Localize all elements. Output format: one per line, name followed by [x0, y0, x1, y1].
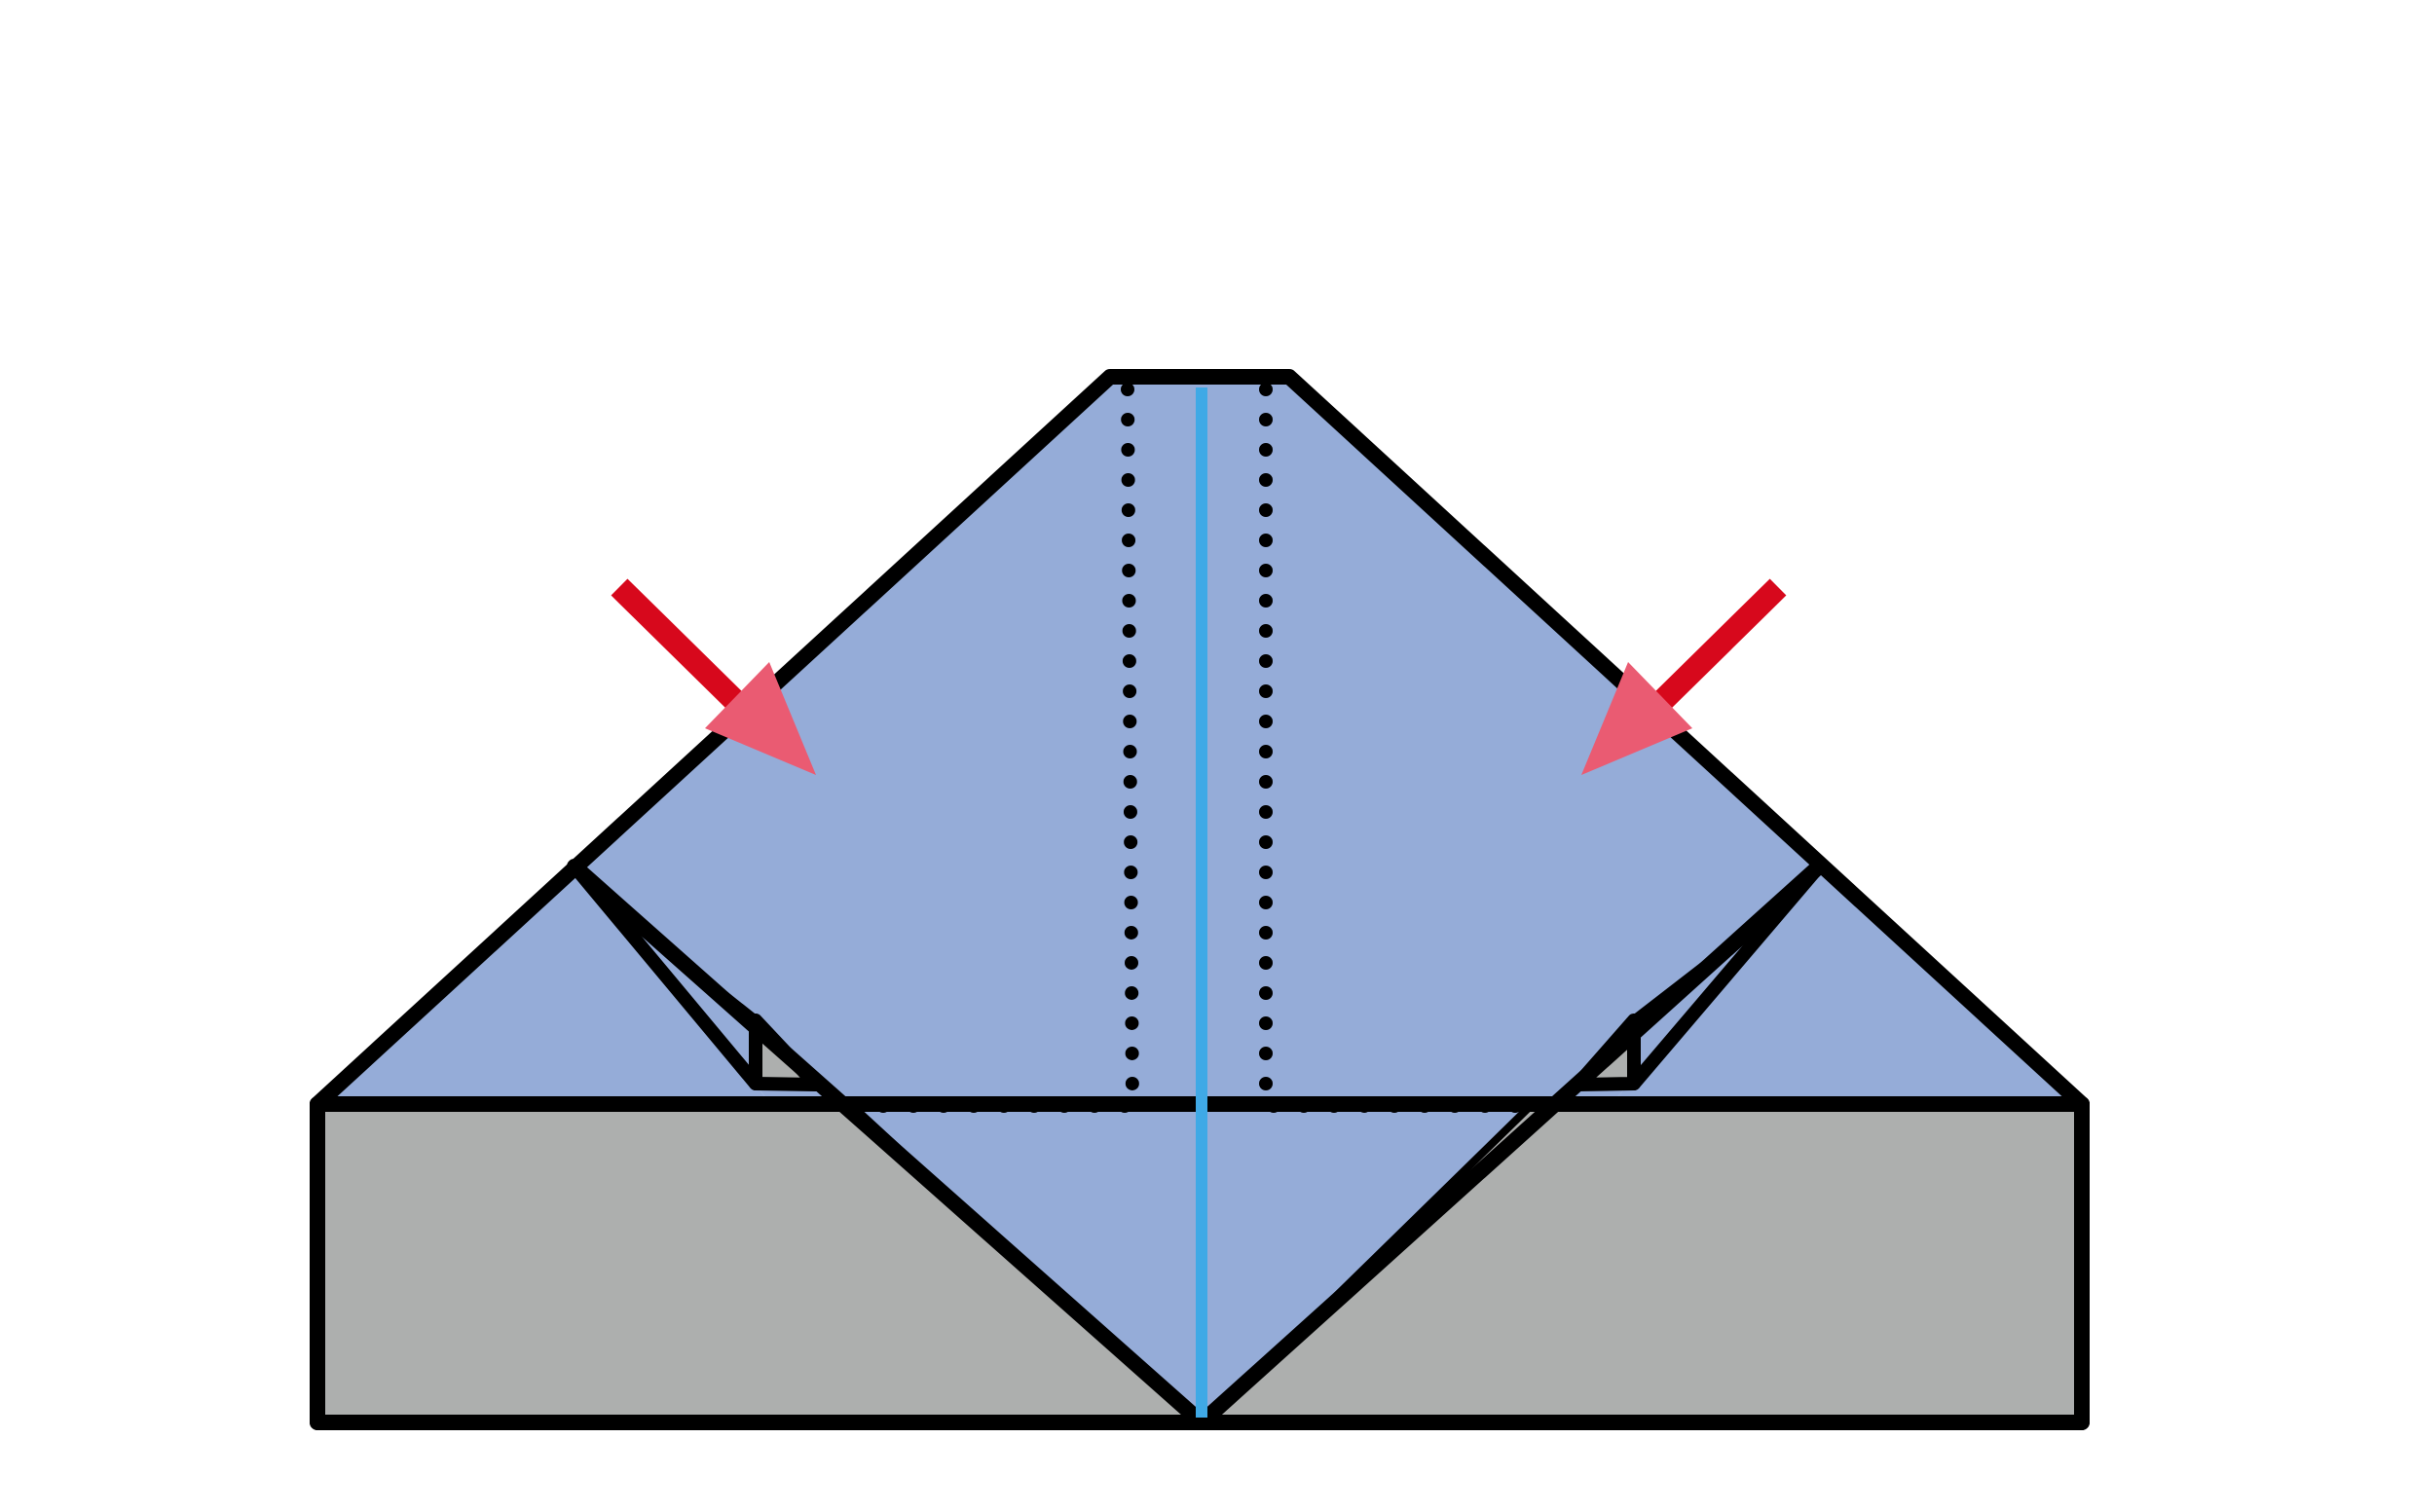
outer-roof-outline — [310, 369, 2090, 1112]
left-lower-fold-edge — [567, 859, 1209, 1430]
dotted-fold-guide-right — [1259, 383, 1526, 1113]
right-lower-fold-edge — [1194, 859, 1827, 1430]
left-arrow-head — [705, 662, 816, 775]
dotted-fold-guide-left — [868, 383, 1140, 1113]
right-arrow-shaft — [1649, 578, 1787, 715]
left-arrow-shaft — [611, 578, 749, 715]
dotted-fold-guides — [868, 383, 1526, 1113]
fold-arrow-left — [611, 578, 816, 775]
fold-arrow-right — [1581, 578, 1787, 775]
right-arrow-head — [1581, 662, 1692, 775]
outlines — [310, 369, 2090, 1430]
